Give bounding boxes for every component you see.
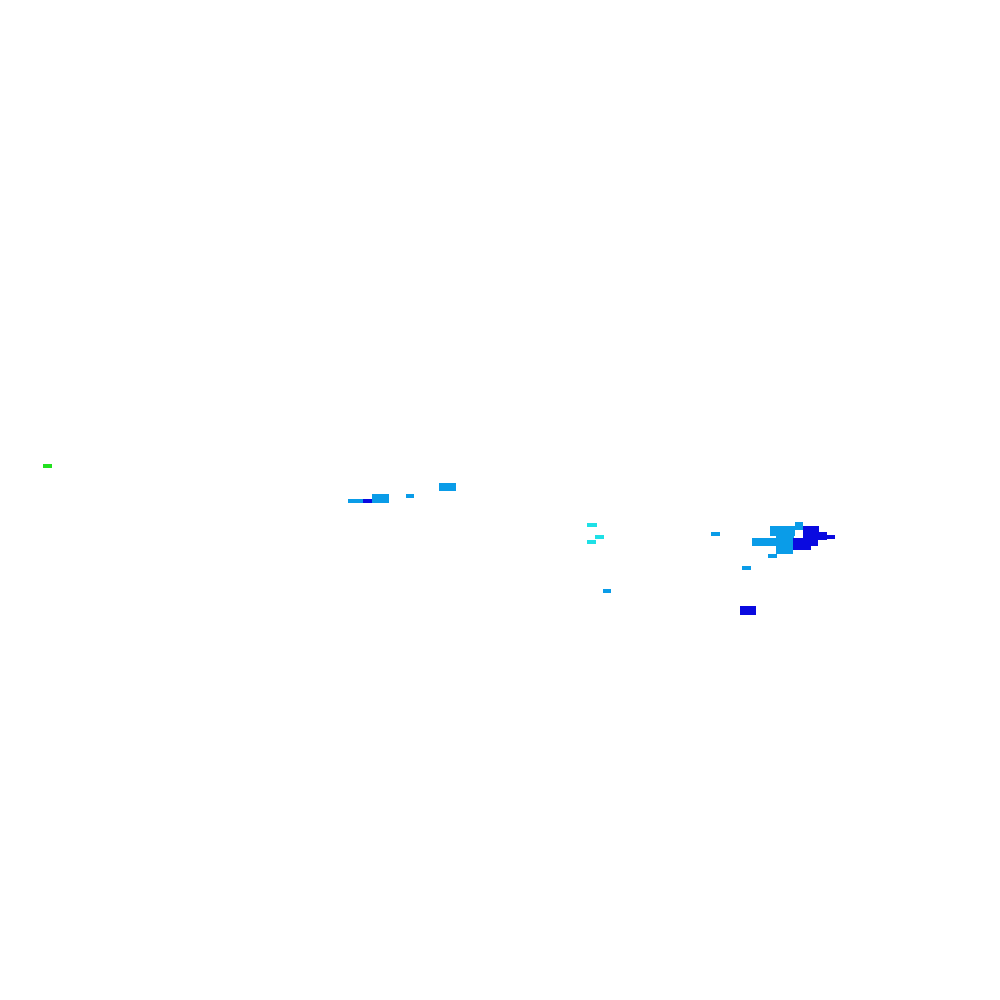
- radar-echo-sky-9: [603, 589, 611, 593]
- radar-echo-blue-23: [740, 606, 756, 615]
- radar-echo-cyan-6: [587, 523, 597, 527]
- radar-echo-sky-21: [768, 554, 777, 558]
- radar-echo-blue-15: [826, 535, 835, 539]
- radar-echo-sky-22: [742, 566, 751, 570]
- radar-echo-sky-4: [406, 494, 414, 498]
- radar-echo-sky-10: [711, 532, 720, 536]
- radar-echo-sky-18: [776, 548, 793, 554]
- radar-echo-sky-17: [776, 536, 794, 550]
- radar-echo-blue-14: [803, 532, 827, 540]
- radar-echo-sky-5: [439, 483, 456, 491]
- radar-echo-sky-3: [372, 494, 389, 503]
- radar-echo-blue-13: [803, 526, 819, 536]
- radar-echo-sky-16: [752, 538, 776, 546]
- radar-echo-blue-19: [793, 538, 811, 550]
- radar-echo-sky-11: [770, 526, 795, 536]
- radar-echo-blue-2: [363, 499, 373, 503]
- radar-echo-cyan-7: [595, 535, 604, 539]
- radar-echo-blue-20: [810, 540, 818, 546]
- radar-echo-sky-1: [348, 499, 366, 503]
- radar-echo-sky-12: [795, 522, 803, 530]
- radar-echo-green-0: [43, 464, 52, 468]
- radar-echo-cyan-8: [587, 540, 596, 544]
